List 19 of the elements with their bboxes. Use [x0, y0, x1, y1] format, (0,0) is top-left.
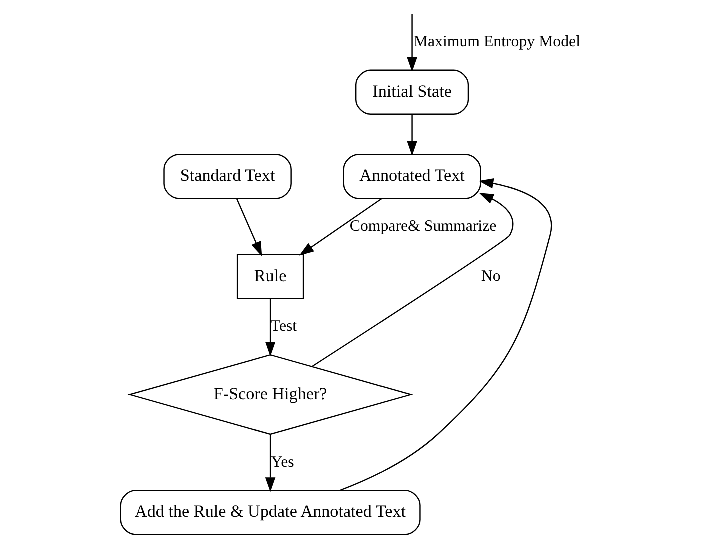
node-box: Standard Text	[163, 154, 292, 200]
arrow	[406, 114, 417, 156]
arrow	[406, 14, 417, 72]
arrow	[264, 434, 276, 492]
edge-label: Yes	[270, 454, 294, 471]
edge-label: Compare& Summarize	[349, 218, 496, 235]
node-diamond: F-Score Higher?	[127, 354, 413, 436]
edge-label: Maximum Entropy Model	[413, 33, 580, 50]
arrow	[311, 193, 514, 368]
arrow	[264, 299, 276, 357]
node-box: Add the Rule & Update Annotated Text	[120, 490, 420, 536]
edge-label: Test	[270, 318, 297, 336]
node-box: Initial State	[354, 70, 469, 115]
arrow	[298, 198, 382, 256]
node-box: Annotated Text	[342, 154, 481, 200]
arrow	[236, 198, 262, 257]
arrow	[340, 178, 552, 492]
node-box: Rule	[236, 254, 304, 300]
edge-label: No	[480, 268, 500, 286]
